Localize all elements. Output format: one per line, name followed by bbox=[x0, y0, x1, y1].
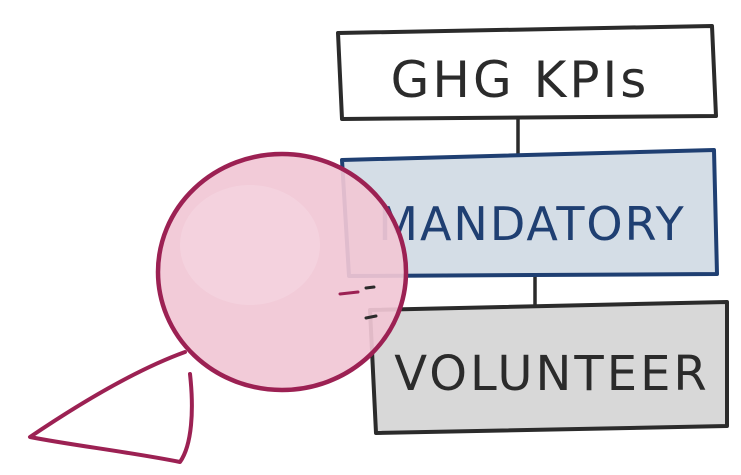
figure-eye-mark bbox=[340, 292, 358, 294]
box-volunteer: VOLUNTEER bbox=[370, 302, 727, 433]
box-ghg-kpis-label: GHG KPIs bbox=[391, 51, 650, 109]
box-volunteer-label: VOLUNTEER bbox=[394, 346, 710, 402]
figure-eye-mark bbox=[366, 316, 376, 318]
figure-arm bbox=[30, 352, 192, 462]
person-peeking-icon bbox=[30, 154, 406, 462]
figure-head-highlight bbox=[180, 185, 320, 305]
box-mandatory-label: MANDATORY bbox=[378, 197, 686, 251]
figure-eye-mark bbox=[366, 287, 374, 288]
box-ghg-kpis: GHG KPIs bbox=[338, 26, 716, 119]
